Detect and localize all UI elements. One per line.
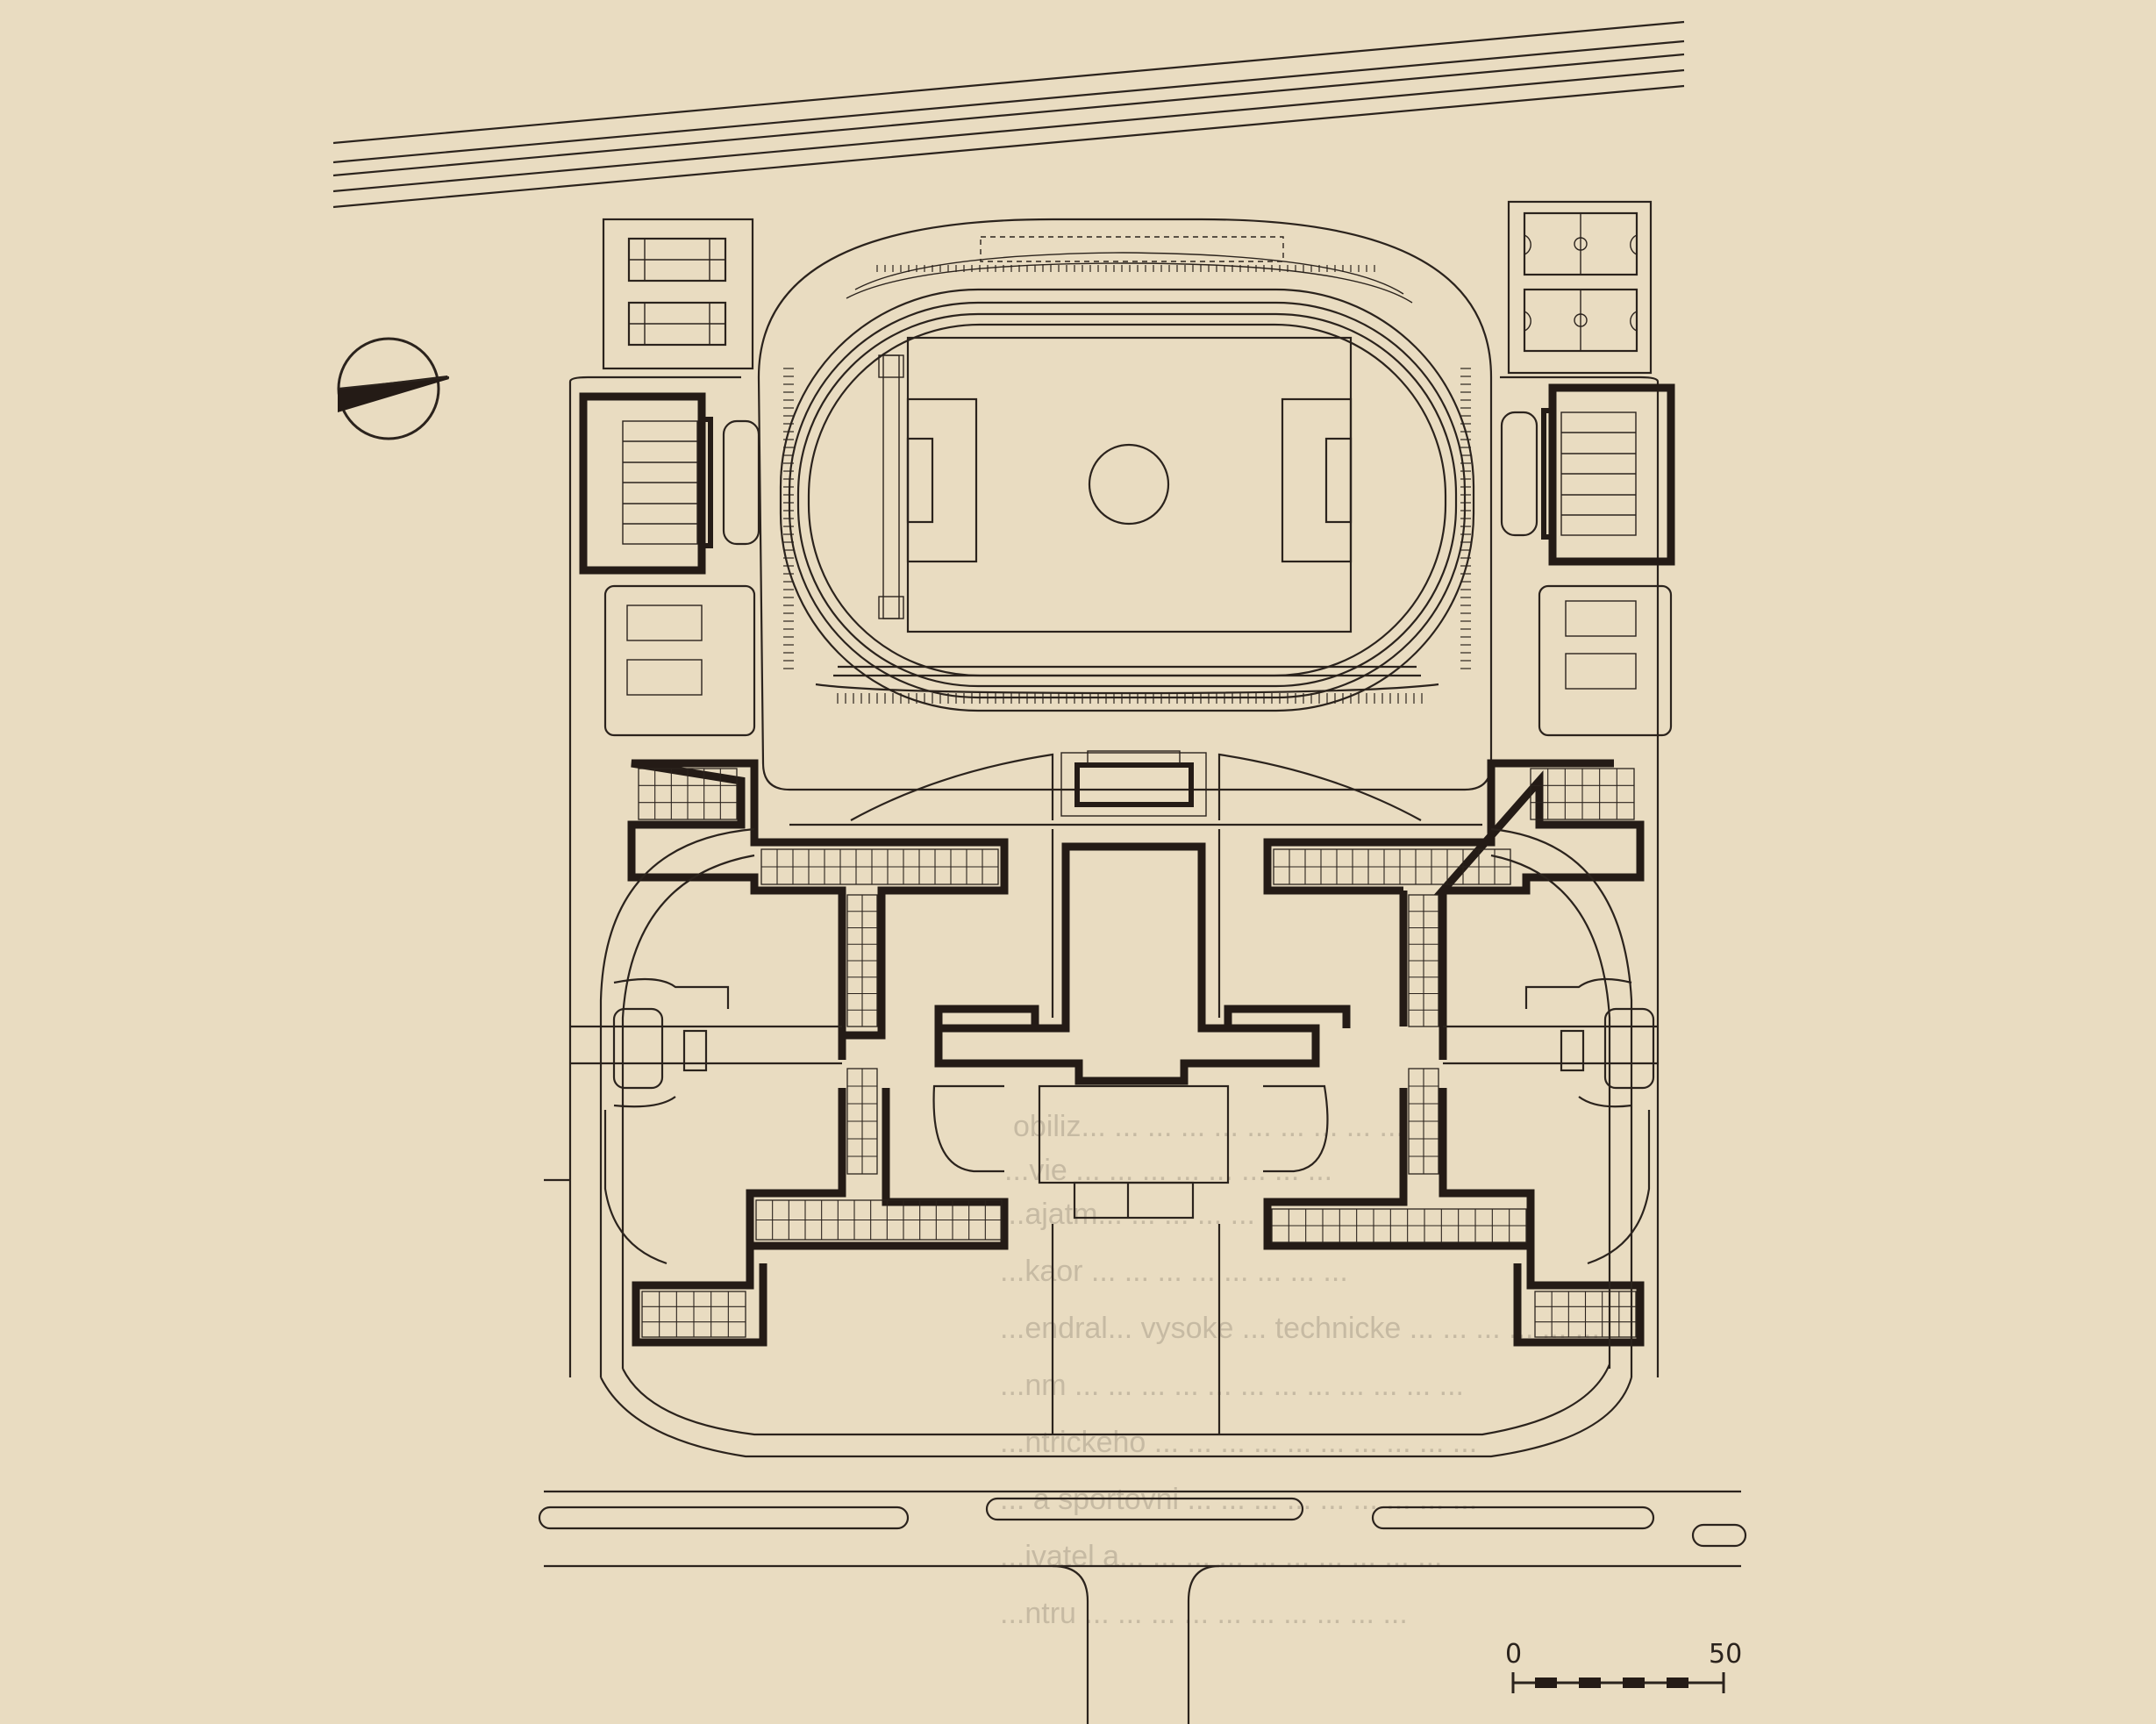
gymnasium-right <box>1500 383 1675 566</box>
scale-bar: 0 50 <box>1505 1639 1742 1693</box>
bleed-line: ...ntrickeho ... ... ... ... ... ... ...… <box>1000 1426 1477 1459</box>
bleed-line: ...ntru ... ... ... ... ... ... ... ... … <box>1000 1597 1408 1630</box>
dormitory-room-grids <box>638 768 1637 1338</box>
main-road <box>538 1178 1747 1724</box>
forecourt <box>789 750 1482 826</box>
bleed-through-text: obiliz... ... ... ... ... ... ... ... ..… <box>1000 1110 1600 1630</box>
bleed-line: ...nm ... ... ... ... ... ... ... ... ..… <box>1000 1369 1464 1402</box>
campus-buildings <box>627 759 1645 1347</box>
bleed-line: ...ivatel a... ... ... ... ... ... ... .… <box>1000 1540 1442 1573</box>
railway-lines <box>332 20 1685 209</box>
bleed-line: ...kaor ... ... ... ... ... ... ... ... <box>1000 1255 1348 1288</box>
scale-start-label: 0 <box>1505 1639 1522 1670</box>
stadium-tick-marks <box>783 265 1471 704</box>
cross-axis-paths <box>570 827 1658 1434</box>
bleed-line: ...endral... vysoke ... technicke ... ..… <box>1000 1312 1600 1345</box>
stadium <box>757 218 1493 791</box>
scale-end-label: 50 <box>1709 1639 1742 1670</box>
bleed-line: obiliz... ... ... ... ... ... ... ... ..… <box>1013 1110 1404 1143</box>
courts-side <box>603 584 1673 737</box>
handball-courts-right <box>1507 200 1653 375</box>
green-areas <box>603 1007 1655 1265</box>
gymnasium-left <box>579 392 760 575</box>
tennis-courts-left <box>602 218 754 370</box>
inner-courtyards <box>932 1084 1329 1220</box>
site-boundary <box>568 376 1660 1458</box>
north-arrow-icon <box>337 337 450 440</box>
